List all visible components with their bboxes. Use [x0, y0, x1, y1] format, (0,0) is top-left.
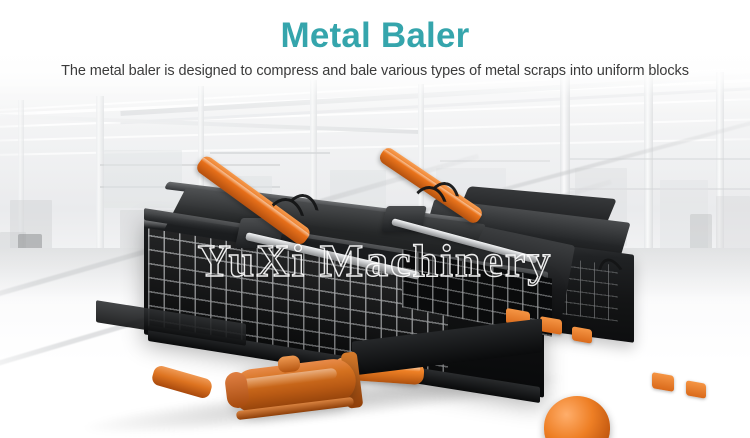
metal-baler-machine-front	[96, 145, 706, 438]
page-title: Metal Baler	[280, 16, 470, 55]
background-shelf-rail	[210, 152, 330, 154]
small-hydraulic-cylinder	[150, 364, 214, 400]
hydraulic-pump-motor	[544, 396, 610, 438]
page-subtitle: The metal baler is designed to compress …	[61, 63, 689, 79]
background-shelf-rail	[570, 158, 750, 160]
